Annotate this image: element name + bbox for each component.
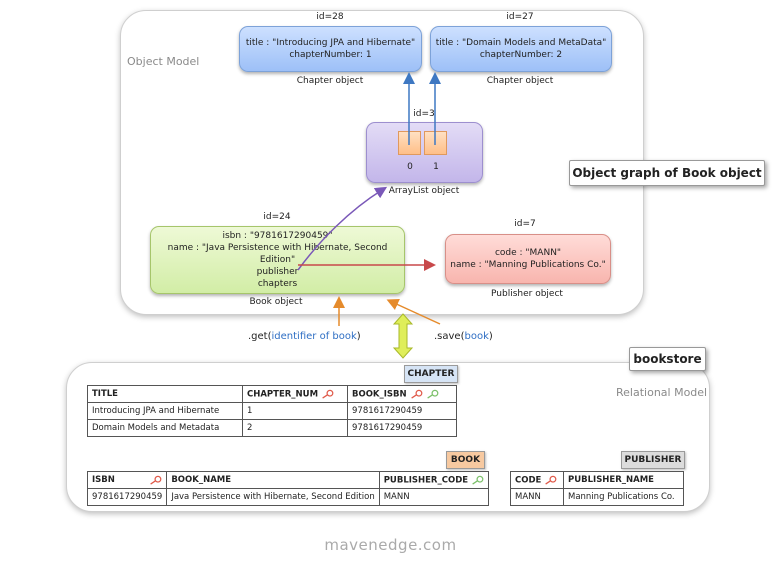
primary-key-icon	[322, 389, 334, 399]
book-table: ISBN BOOK_NAME PUBLISHER_CODE 9781617290…	[86, 471, 490, 506]
get-method-label: .get(identifier of book)	[248, 331, 361, 342]
arraylist-cell-1	[424, 131, 447, 155]
table-header: TITLE	[87, 385, 243, 403]
book-publisher-field: publisher	[256, 267, 299, 277]
table-cell: 1	[242, 402, 348, 420]
table-cell: MANN	[510, 488, 564, 506]
get-prefix: .get(	[248, 331, 272, 342]
table-row: Domain Models and Metadata 2 97816172904…	[87, 419, 457, 437]
table-header-label: CODE	[515, 475, 542, 486]
chapter2-object-box: title : "Domain Models and MetaData" cha…	[430, 26, 612, 72]
table-cell: Manning Publications Co.	[563, 488, 684, 506]
publisher-object-box: code : "MANN" name : "Manning Publicatio…	[445, 234, 611, 284]
arraylist-id: id=3	[413, 109, 435, 119]
publisher-table-tag: PUBLISHER	[621, 451, 685, 469]
book-isbn: isbn : "9781617290459"	[222, 231, 333, 241]
chapter-table-tag: CHAPTER	[404, 365, 458, 383]
save-arg: book	[464, 331, 489, 342]
book-object-box: isbn : "9781617290459" name : "Java Pers…	[150, 226, 405, 294]
chapter1-object-box: title : "Introducing JPA and Hibernate" …	[239, 26, 422, 72]
publisher-table: CODE PUBLISHER_NAME MANN Manning Publica…	[510, 471, 684, 506]
table-row: MANN Manning Publications Co.	[510, 488, 684, 506]
table-header-label: ISBN	[92, 475, 115, 485]
chapter2-caption: Chapter object	[486, 76, 554, 86]
publisher-name: name : "Manning Publications Co."	[450, 260, 606, 270]
table-cell: 9781617290459	[86, 488, 168, 506]
publisher-id: id=7	[514, 219, 536, 229]
object-model-label: Object Model	[127, 55, 200, 68]
primary-key-icon	[545, 475, 557, 485]
book-id: id=24	[263, 212, 291, 222]
save-method-label: .save(book)	[434, 331, 493, 342]
arraylist-caption: ArrayList object	[388, 186, 460, 196]
chapter2-id: id=27	[506, 12, 534, 22]
table-cell: 9781617290459	[347, 402, 457, 420]
primary-key-icon	[410, 389, 423, 399]
table-header: PUBLISHER_CODE	[378, 471, 490, 489]
chapter-table: TITLE CHAPTER_NUM BOOK_ISBN Introducing …	[87, 385, 457, 437]
publisher-code: code : "MANN"	[494, 248, 562, 258]
table-cell: 2	[242, 419, 348, 437]
get-suffix: )	[356, 331, 361, 342]
chapter1-number: chapterNumber: 1	[289, 50, 372, 60]
book-caption: Book object	[249, 297, 303, 307]
table-header-label: BOOK_ISBN	[352, 389, 407, 400]
table-header-label: PUBLISHER_CODE	[383, 475, 469, 486]
sync-double-arrow	[392, 313, 414, 359]
table-cell: Introducing JPA and Hibernate	[87, 402, 243, 420]
table-header-row: TITLE CHAPTER_NUM BOOK_ISBN	[87, 385, 457, 403]
relational-model-label: Relational Model	[616, 386, 708, 399]
foreign-key-icon	[426, 389, 439, 399]
chapter1-id: id=28	[316, 12, 344, 22]
table-row: Introducing JPA and Hibernate 1 97816172…	[87, 402, 457, 420]
publisher-caption: Publisher object	[491, 289, 563, 299]
table-row: 9781617290459 Java Persistence with Hibe…	[86, 488, 490, 506]
table-cell: 9781617290459	[347, 419, 457, 437]
table-header: CODE	[510, 471, 564, 489]
table-cell: Java Persistence with Hibernate, Second …	[166, 488, 380, 506]
book-name: name : "Java Persistence with Hibernate,…	[167, 243, 388, 265]
table-header-row: CODE PUBLISHER_NAME	[510, 471, 684, 489]
foreign-key-icon	[472, 475, 484, 485]
table-cell: Domain Models and Metadata	[87, 419, 243, 437]
chapter1-caption: Chapter object	[296, 76, 364, 86]
arraylist-index-1: 1	[433, 162, 439, 172]
save-suffix: )	[488, 331, 493, 342]
chapter2-number: chapterNumber: 2	[479, 50, 563, 60]
table-header: CHAPTER_NUM	[242, 385, 348, 403]
table-header: ISBN	[86, 471, 168, 489]
arraylist-cell-0	[398, 131, 421, 155]
book-table-tag: BOOK	[446, 451, 485, 469]
watermark: mavenedge.com	[324, 536, 457, 554]
book-chapters-field: chapters	[257, 279, 298, 289]
primary-key-icon	[150, 475, 162, 485]
table-header: BOOK_NAME	[166, 471, 380, 489]
bookstore-callout: bookstore	[629, 347, 706, 371]
arraylist-index-0: 0	[407, 162, 413, 172]
table-header: BOOK_ISBN	[347, 385, 457, 403]
chapter1-title: title : "Introducing JPA and Hibernate"	[245, 38, 416, 48]
table-header: PUBLISHER_NAME	[563, 471, 684, 489]
object-graph-callout: Object graph of Book object	[569, 160, 765, 186]
table-header-label: CHAPTER_NUM	[247, 389, 319, 400]
table-cell: MANN	[378, 488, 490, 506]
table-header-row: ISBN BOOK_NAME PUBLISHER_CODE	[86, 471, 490, 489]
get-arg: identifier of book	[271, 331, 357, 342]
chapter2-title: title : "Domain Models and MetaData"	[435, 38, 607, 48]
save-prefix: .save(	[434, 331, 465, 342]
